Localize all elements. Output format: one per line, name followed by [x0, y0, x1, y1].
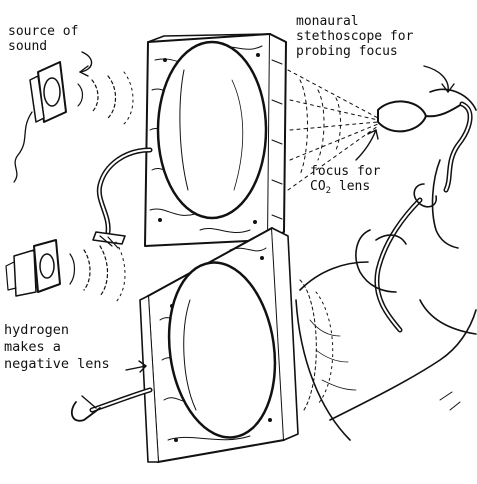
- label-line: sound: [8, 39, 48, 54]
- label-line: stethoscope for: [296, 29, 414, 44]
- source-pointer-arrow: [79, 51, 93, 73]
- lens-text: lens: [331, 179, 371, 194]
- label-line: hydrogen: [4, 322, 70, 338]
- label-line: source of: [8, 24, 79, 39]
- observer-figure: [295, 88, 477, 441]
- label-line: CO2 lens: [310, 179, 380, 199]
- focus-pointer-arrow: [355, 129, 377, 161]
- subscript-two: 2: [325, 186, 332, 196]
- co-text: CO: [310, 179, 326, 194]
- lower-sound-source: [5, 239, 126, 303]
- label-line: makes a: [4, 339, 61, 355]
- label-line: probing focus: [296, 44, 398, 59]
- label-source-of-sound: source of sound: [8, 24, 78, 54]
- label-focus-co2-lens: focus for CO2 lens: [310, 164, 380, 199]
- upper-sound-source: [13, 61, 134, 183]
- label-hydrogen-negative-lens: hydrogen makes a negative lens: [4, 322, 110, 373]
- focus-rays: [287, 69, 379, 191]
- lower-lens-panel: [139, 227, 334, 463]
- upper-gas-tube: [92, 147, 153, 249]
- label-line: focus for: [310, 164, 381, 179]
- lower-gas-tube: [70, 387, 153, 422]
- upper-lens-membrane: [156, 40, 268, 220]
- stethoscope: [374, 100, 473, 333]
- upper-lens-panel: [144, 33, 287, 247]
- label-line: negative lens: [4, 356, 110, 372]
- stethoscope-pointer-arrow: [423, 65, 449, 93]
- label-stethoscope: monaural stethoscope for probing focus: [296, 14, 413, 59]
- hydrogen-pointer-arrow: [125, 365, 147, 371]
- label-line: monaural: [296, 14, 359, 29]
- lower-lens-membrane: [167, 261, 277, 439]
